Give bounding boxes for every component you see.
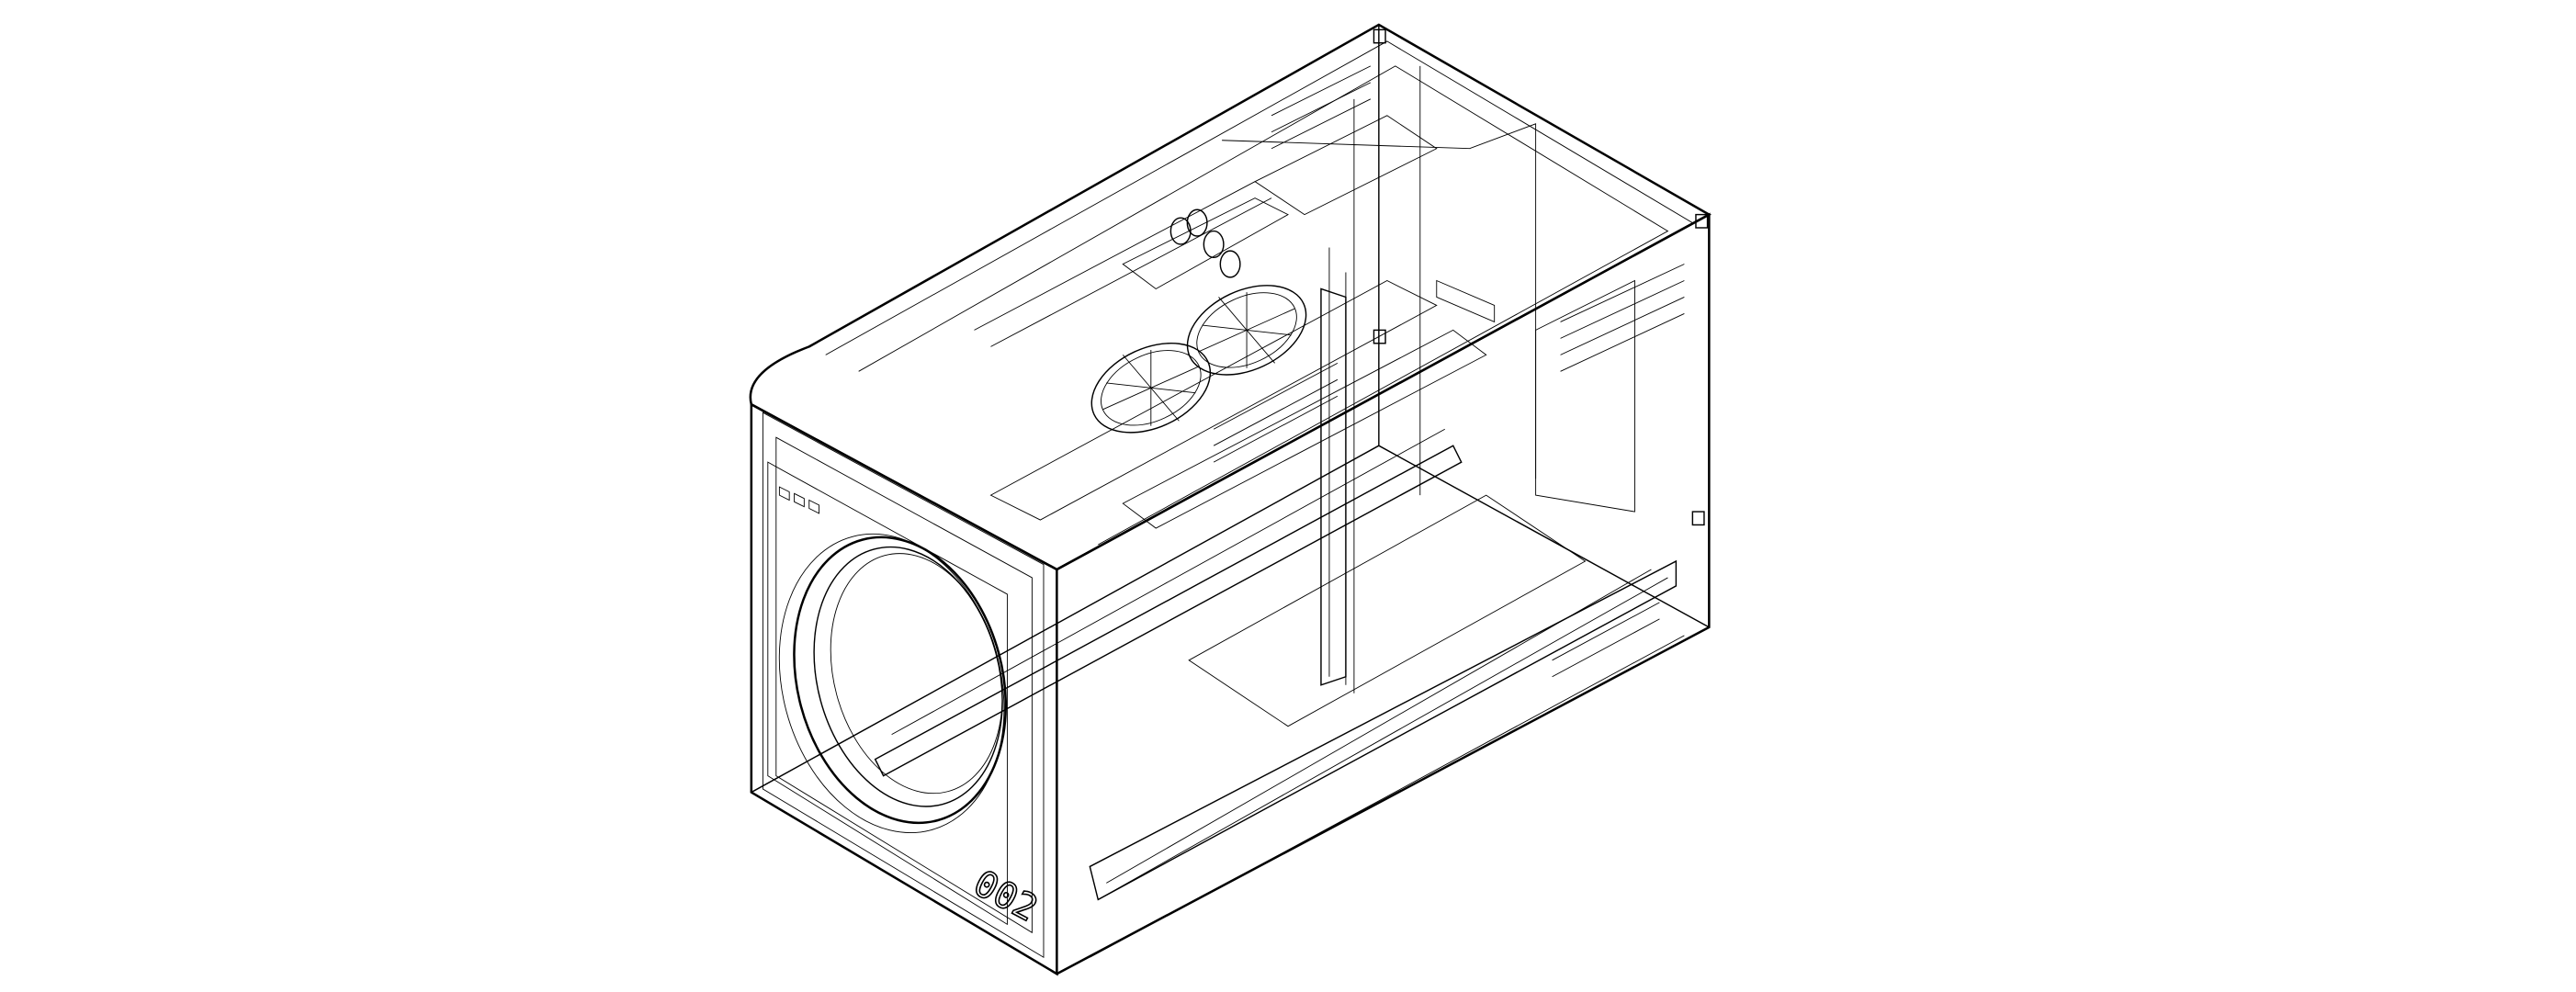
lens-ring-icon <box>793 535 1008 825</box>
fans <box>1090 209 1307 434</box>
round-ports <box>1169 209 1241 278</box>
fan-2-icon <box>1186 285 1307 376</box>
internal-structure <box>974 65 1685 727</box>
front-label: 002 <box>966 862 1045 930</box>
corner-mounts <box>1373 28 1709 526</box>
box-rear-edges <box>751 24 1710 794</box>
outer-box <box>749 23 1712 976</box>
box-top-face <box>749 23 1712 571</box>
box-right-face <box>1056 212 1711 975</box>
front-lens <box>767 461 1008 926</box>
fan-1-icon <box>1090 342 1212 434</box>
